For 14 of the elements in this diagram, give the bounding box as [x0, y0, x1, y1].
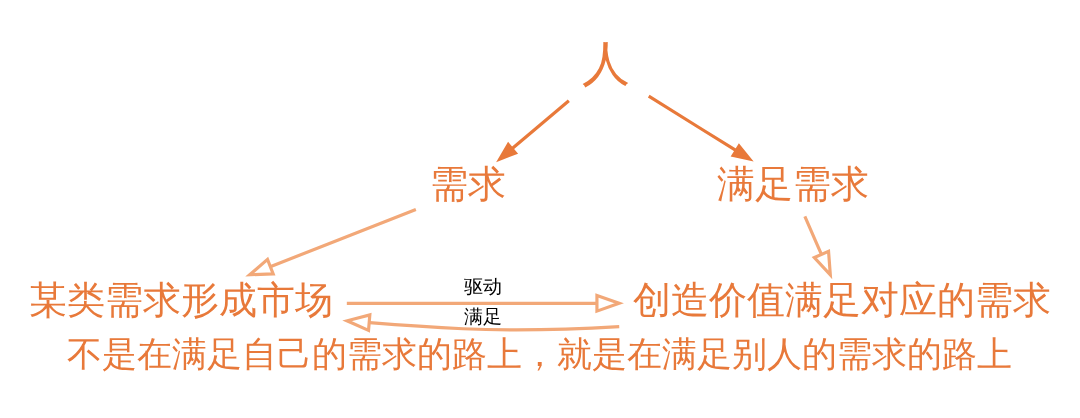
arrow — [496, 99, 570, 163]
node-text: 人 — [581, 35, 630, 91]
arrow — [647, 94, 754, 162]
node-text: 某类需求形成市场 — [28, 278, 333, 323]
arrow — [342, 312, 620, 333]
edge-label: 驱动 — [463, 275, 502, 298]
edge-label: 满足 — [463, 305, 502, 328]
arrow — [346, 293, 624, 314]
node-text: 创造价值满足对应的需求 — [633, 278, 1052, 323]
caption: 不是在满足自己的需求的路上，就是在满足别人的需求的路上 — [67, 334, 1013, 375]
arrow — [803, 215, 833, 280]
arrow — [245, 208, 417, 277]
node-text: 需求 — [429, 162, 506, 207]
node-text: 满足需求 — [716, 162, 869, 207]
